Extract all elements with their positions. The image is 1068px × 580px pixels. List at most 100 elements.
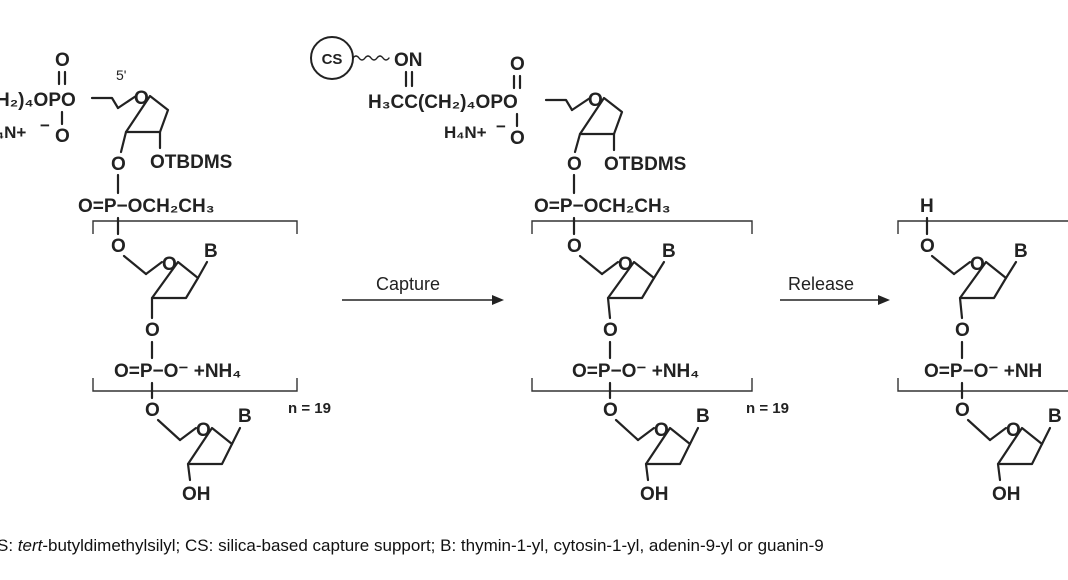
term-ring-oxygen-2: O — [654, 420, 669, 441]
term-hydroxyl: OH — [182, 484, 211, 505]
capture-arrow: Capture — [342, 274, 504, 305]
term-ring-oxygen: O — [196, 420, 211, 441]
phosphate-o-single-2: O — [510, 128, 525, 149]
repeat-c5-bond-2 — [578, 254, 604, 276]
bracket-right-3 — [897, 378, 1068, 392]
repeat-c5-bond-3 — [930, 254, 956, 276]
structure-starting-material: O H₂)₄OPO ₄N+ − O 5' O OTBDMS O O=P−OCH₂… — [0, 50, 331, 505]
caption-rest: -butyldimethylsilyl; CS: silica-based ca… — [42, 536, 824, 555]
repeat-base-2: B — [662, 241, 676, 262]
structure-released-oligo: H O O B O O=P−O⁻ +NH O O B OH — [897, 196, 1068, 505]
repeat-base-bond-3 — [1004, 260, 1018, 280]
repeat-base-bond — [196, 260, 209, 280]
c5-bond-2 — [544, 98, 574, 112]
bracket-right-2 — [531, 378, 753, 392]
repeat-c5-bond — [122, 254, 148, 276]
repeat-phosphodiester-3: O=P−O⁻ +NH — [924, 361, 1042, 382]
structure-captured-conjugate: CS ON O H₃CC(CH₂)₄OPO H₄N+ − O O OTBDMS … — [310, 36, 789, 505]
phosphate-o-single: O — [55, 126, 70, 147]
phosphate-o-double: O — [55, 50, 70, 71]
repeat-count-1: n = 19 — [288, 400, 331, 417]
release-arrow: Release — [780, 274, 890, 305]
c3-o-bond — [119, 130, 128, 154]
term-ring-oxygen-3: O — [1006, 420, 1021, 441]
bracket-left-3 — [897, 220, 1068, 234]
oxime-double-bond — [404, 70, 414, 88]
term-o5-oxygen: O — [145, 400, 160, 421]
bracket-left-1 — [92, 220, 298, 234]
bracket-right-1 — [92, 378, 298, 392]
bracket-left-2 — [531, 220, 753, 234]
wavy-linker — [352, 55, 390, 61]
term-deoxyribose-ring-3 — [988, 426, 1044, 466]
deoxyribose-ring-3 — [952, 260, 1008, 300]
repeat-ring-oxygen-2: O — [618, 254, 633, 275]
capture-arrow-head — [492, 295, 504, 305]
deoxyribose-ring-2 — [600, 260, 656, 300]
repeat-base-bond-2 — [652, 260, 666, 280]
repeat-o5-oxygen: O — [111, 236, 126, 257]
repeat-phosphodiester-2: O=P−O⁻ +NH₄ — [572, 361, 699, 382]
term-oh-bond-3 — [996, 462, 1002, 482]
ammonium-counterion-2: H₄N+ — [444, 123, 487, 142]
repeat-o3-oxygen-2: O — [603, 320, 618, 341]
chain-head-label: H₂)₄OPO — [0, 90, 76, 111]
term-base-2: B — [696, 406, 710, 427]
ethyl-phosphate-linker-2: O=P−OCH₂CH₃ — [534, 196, 671, 217]
term-hydroxyl-3: OH — [992, 484, 1021, 505]
repeat-o3-oxygen: O — [145, 320, 160, 341]
term-base-bond — [230, 426, 242, 446]
negative-charge-2: − — [496, 117, 506, 136]
term-deoxyribose-ring-2 — [636, 426, 692, 466]
position-5prime: 5' — [116, 67, 126, 83]
repeat-base-3: B — [1014, 241, 1028, 262]
repeat-base: B — [204, 241, 218, 262]
term-deoxyribose-ring — [178, 426, 234, 466]
o3-oxygen-2: O — [567, 154, 582, 175]
release-label: Release — [788, 274, 854, 294]
capture-label: Capture — [376, 274, 440, 294]
capture-support-label: CS — [322, 51, 343, 68]
caption-prefix: S: — [0, 536, 14, 555]
ribose-ring-oxygen-2: O — [588, 90, 603, 111]
repeat-count-2: n = 19 — [746, 400, 789, 417]
repeat-o5-oxygen-3: O — [920, 236, 935, 257]
c5-bond — [90, 96, 120, 110]
repeat-c3-bond-3 — [958, 296, 964, 320]
term-c5-bond — [156, 418, 182, 442]
ammonium-counterion: ₄N+ — [0, 123, 26, 142]
reaction-scheme: O H₂)₄OPO ₄N+ − O 5' O OTBDMS O O=P−OCH₂… — [0, 36, 1068, 505]
release-arrow-head — [878, 295, 890, 305]
repeat-phosphodiester: O=P−O⁻ +NH₄ — [114, 361, 241, 382]
term-oh-bond-2 — [644, 462, 650, 482]
repeat-o5-oxygen-2: O — [567, 236, 582, 257]
phosphate-o-double-2: O — [510, 54, 525, 75]
h-cap: H — [920, 196, 934, 217]
c3-o-bond-2 — [573, 132, 582, 154]
repeat-ring-oxygen: O — [162, 254, 177, 275]
term-base-bond-2 — [688, 426, 700, 446]
repeat-c3-bond-2 — [606, 296, 612, 320]
term-c5-bond-3 — [966, 418, 992, 442]
repeat-o3-oxygen-3: O — [955, 320, 970, 341]
term-o5-oxygen-2: O — [603, 400, 618, 421]
negative-charge: − — [40, 116, 50, 135]
term-o5-oxygen-3: O — [955, 400, 970, 421]
figure-caption: S: tert-butyldimethylsilyl; CS: silica-b… — [0, 536, 1068, 556]
otbdms-group-2: OTBDMS — [604, 154, 686, 175]
term-c5-bond-2 — [614, 418, 640, 442]
oxime-on-group: ON — [394, 50, 423, 71]
hexyl-chain-label: H₃CC(CH₂)₄OPO — [368, 92, 518, 113]
term-base-bond-3 — [1040, 426, 1052, 446]
term-base: B — [238, 406, 252, 427]
ethyl-phosphate-linker: O=P−OCH₂CH₃ — [78, 196, 215, 217]
deoxyribose-ring — [144, 260, 200, 300]
phosphate-double-bond — [57, 70, 67, 86]
repeat-ring-oxygen-3: O — [970, 254, 985, 275]
caption-italic: tert — [17, 536, 43, 555]
o3-oxygen: O — [111, 154, 126, 175]
term-oh-bond — [186, 462, 192, 482]
otbdms-group: OTBDMS — [150, 152, 232, 173]
phosphate-double-bond-2 — [512, 74, 522, 90]
term-base-3: B — [1048, 406, 1062, 427]
